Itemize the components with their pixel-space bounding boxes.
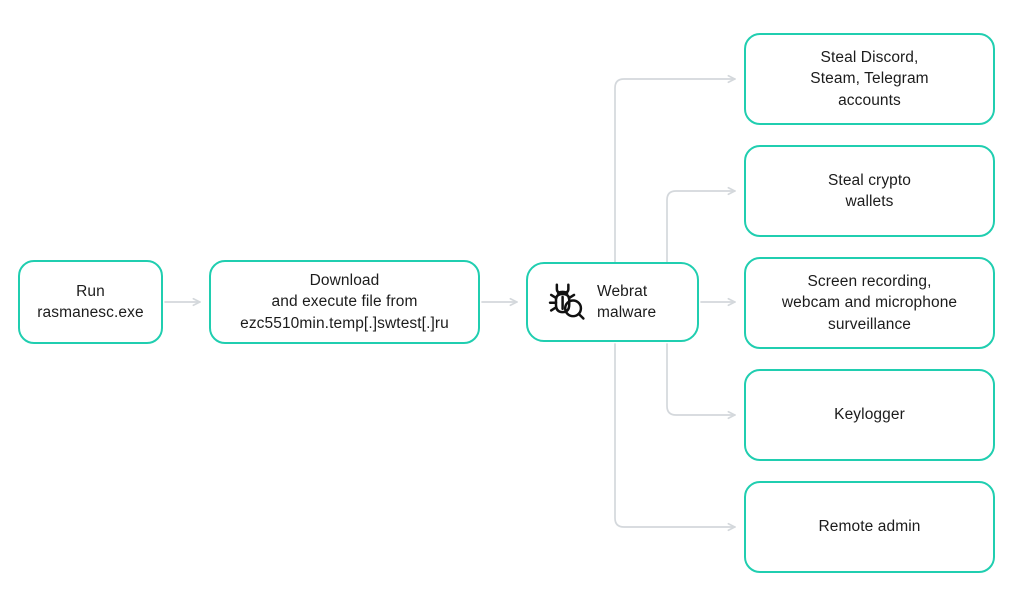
bug-magnifier-icon — [548, 283, 585, 320]
node-steal-crypto-wallets[interactable]: Steal crypto wallets — [744, 145, 995, 237]
node-download-label: Download and execute file from ezc5510mi… — [240, 271, 449, 332]
node-run-label: Run rasmanesc.exe — [37, 282, 144, 321]
node-surveillance-label: Screen recording, webcam and microphone … — [781, 272, 958, 333]
node-steal-accounts[interactable]: Steal Discord, Steam, Telegram accounts — [744, 33, 995, 125]
connector-webrat-to-remote — [614, 343, 736, 532]
node-remote-admin-label: Remote admin — [818, 518, 921, 536]
node-keylogger-label: Keylogger — [834, 406, 905, 424]
node-surveillance[interactable]: Screen recording, webcam and microphone … — [744, 257, 995, 349]
node-download-execute[interactable]: Download and execute file from ezc5510mi… — [209, 260, 480, 344]
node-run-rasmanesc[interactable]: Run rasmanesc.exe — [18, 260, 163, 344]
connector-webrat-to-keylogger — [666, 343, 736, 420]
node-steal-accounts-label: Steal Discord, Steam, Telegram accounts — [810, 48, 929, 109]
connector-webrat-to-wallets — [666, 186, 736, 263]
connector-webrat-to-accounts — [614, 74, 736, 263]
node-webrat-label: Webrat malware — [597, 282, 657, 321]
node-remote-admin[interactable]: Remote admin — [744, 481, 995, 573]
node-steal-crypto-wallets-label: Steal crypto wallets — [827, 171, 912, 210]
node-webrat-malware[interactable]: Webrat malware — [526, 262, 699, 342]
node-keylogger[interactable]: Keylogger — [744, 369, 995, 461]
